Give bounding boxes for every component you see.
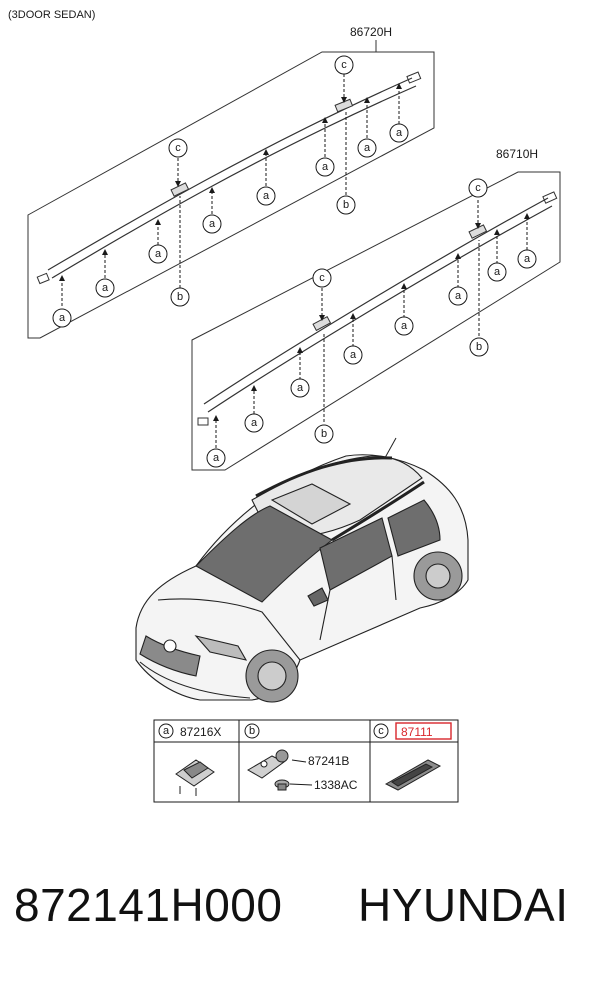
cover-part-icon	[384, 759, 442, 791]
callout-a: a	[52, 308, 72, 328]
diagram-subtitle: (3DOOR SEDAN)	[8, 9, 95, 21]
callout-bubbles: a a a a a a a a c c b b a a a a a a a a …	[52, 55, 537, 468]
legend-key-a: a	[163, 725, 170, 737]
callout-a: a	[389, 123, 409, 143]
upper-assembly-frame	[27, 51, 435, 339]
svg-text:a: a	[155, 248, 162, 260]
footer: 872141H000 HYUNDAI	[0, 878, 600, 948]
callout-c: c	[168, 138, 188, 158]
svg-text:c: c	[175, 142, 181, 154]
legend-cell-c: c 87111	[373, 722, 452, 791]
legend-part-b-1: 87241B	[308, 754, 349, 768]
legend-part-c: 87111	[401, 725, 433, 739]
upper-assembly-code: 86720H	[350, 25, 392, 39]
svg-text:a: a	[59, 312, 66, 324]
callout-a: a	[95, 278, 115, 298]
callout-a: a	[256, 186, 276, 206]
svg-text:a: a	[297, 382, 304, 394]
legend-cell-b: b 87241B 1338AC	[244, 723, 358, 792]
lower-rail	[203, 197, 549, 405]
part-number: 872141H000	[14, 879, 283, 931]
callout-a: a	[394, 316, 414, 336]
svg-text:a: a	[263, 190, 270, 202]
callout-b: b	[469, 337, 489, 357]
svg-text:b: b	[321, 428, 327, 440]
callout-a: a	[315, 157, 335, 177]
upper-roof-rack-assembly: 86720H	[27, 25, 435, 339]
legend-frame	[153, 719, 459, 803]
callout-c: c	[468, 178, 488, 198]
svg-text:a: a	[209, 218, 216, 230]
lower-leader-lines	[213, 200, 530, 448]
bracket-part-icon	[247, 749, 290, 791]
legend-part-b-2: 1338AC	[314, 778, 358, 792]
upper-leader-lines	[59, 74, 402, 306]
svg-text:c: c	[341, 59, 347, 71]
svg-text:b: b	[177, 291, 183, 303]
svg-text:a: a	[455, 290, 462, 302]
callout-b: b	[314, 424, 334, 444]
svg-text:a: a	[401, 320, 408, 332]
callout-c: c	[312, 268, 332, 288]
callout-a: a	[487, 262, 507, 282]
callout-c: c	[334, 55, 354, 75]
svg-text:a: a	[322, 161, 329, 173]
callout-a: a	[517, 249, 537, 269]
highlighted-part-box	[395, 722, 452, 740]
svg-text:a: a	[396, 127, 403, 139]
car-illustration	[135, 437, 469, 703]
parts-legend: a 87216X b 87241B 1338AC	[153, 719, 459, 803]
callout-a: a	[206, 448, 226, 468]
svg-text:c: c	[475, 182, 481, 194]
callout-a: a	[148, 244, 168, 264]
svg-text:a: a	[350, 349, 357, 361]
legend-part-a: 87216X	[180, 725, 221, 739]
callout-a: a	[202, 214, 222, 234]
callout-b: b	[336, 195, 356, 215]
svg-text:b: b	[343, 199, 349, 211]
svg-text:a: a	[364, 142, 371, 154]
svg-text:b: b	[476, 341, 482, 353]
svg-text:a: a	[213, 452, 220, 464]
lower-roof-rack-assembly: 86710H	[191, 147, 561, 471]
svg-text:a: a	[251, 417, 258, 429]
callout-a: a	[357, 138, 377, 158]
legend-cell-a: a 87216X	[158, 723, 221, 796]
callout-a: a	[448, 286, 468, 306]
legend-key-c: c	[378, 725, 384, 737]
svg-text:a: a	[494, 266, 501, 278]
legend-key-b: b	[249, 725, 255, 737]
callout-a: a	[290, 378, 310, 398]
svg-text:a: a	[524, 253, 531, 265]
svg-text:c: c	[319, 272, 325, 284]
lower-assembly-code: 86710H	[496, 147, 538, 161]
callout-a: a	[244, 413, 264, 433]
svg-text:a: a	[102, 282, 109, 294]
clip-part-icon	[175, 759, 215, 796]
callout-b: b	[170, 287, 190, 307]
callout-a: a	[343, 345, 363, 365]
brand-name: HYUNDAI	[358, 879, 569, 931]
